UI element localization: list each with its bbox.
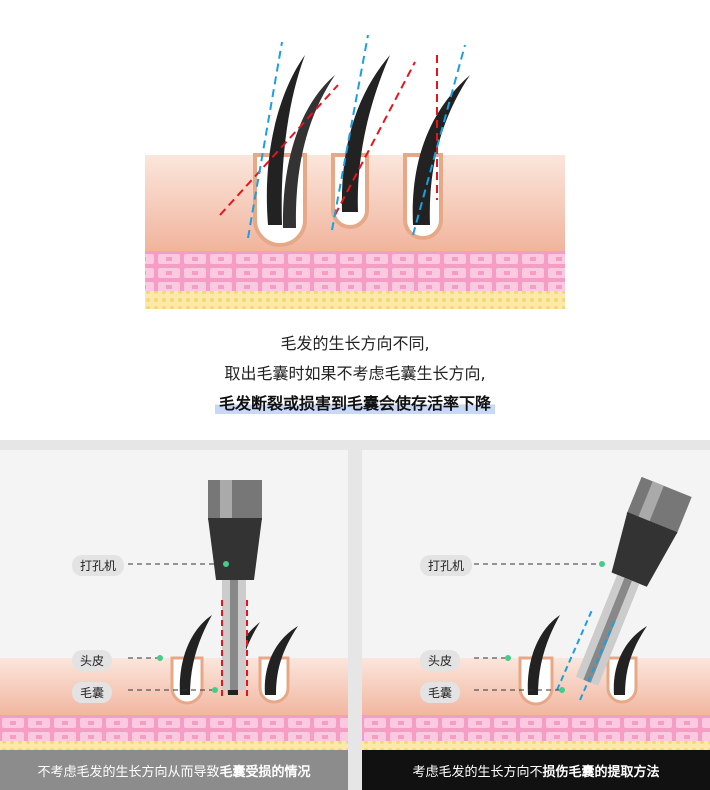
- divider: [0, 440, 710, 450]
- label-follicle: 毛囊: [420, 682, 461, 703]
- label-scalp: 头皮: [420, 650, 461, 671]
- highlight-text: 毛发断裂或损害到毛囊会使存活率下降: [214, 390, 495, 414]
- hair-growth-illustration: [145, 34, 565, 309]
- caption-wrong: 不考虑毛发的生长方向从而导致毛囊受损的情况: [0, 750, 348, 790]
- blue-guide-line: [247, 41, 283, 239]
- text-line-1: 毛发的生长方向不同,: [280, 334, 430, 353]
- label-punch: 打孔机: [420, 555, 473, 576]
- panel-correct-method: 打孔机 头皮 毛囊 考虑毛发的生长方向不 损伤毛囊的提取方法: [362, 450, 710, 790]
- label-scalp: 头皮: [72, 650, 113, 671]
- label-punch: 打孔机: [72, 555, 125, 576]
- red-guide-line: [219, 84, 339, 216]
- punch-machine: [575, 476, 692, 686]
- panel-wrong-method: 打孔机 头皮 毛囊 不考虑毛发的生长方向从而导致毛囊受损的情况: [0, 450, 348, 790]
- text-line-2: 取出毛囊时如果不考虑毛囊生长方向,: [224, 364, 486, 383]
- follicle-left: [253, 55, 335, 247]
- label-follicle: 毛囊: [72, 682, 113, 703]
- caption-correct: 考虑毛发的生长方向不 损伤毛囊的提取方法: [362, 750, 710, 790]
